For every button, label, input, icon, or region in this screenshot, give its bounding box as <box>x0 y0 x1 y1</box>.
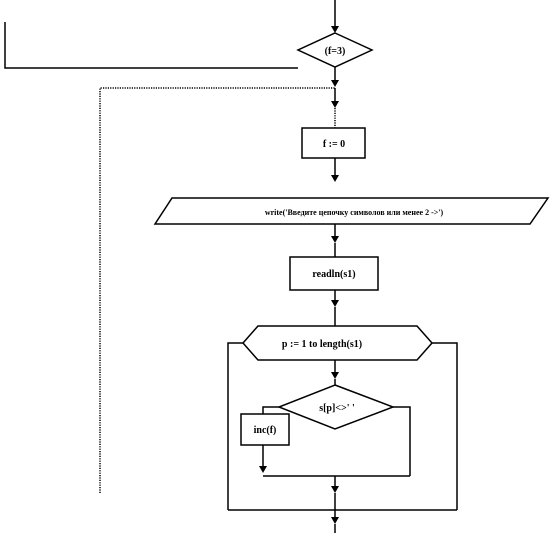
io-write-prompt-label: write('Введите цепочку символов или мене… <box>265 208 444 217</box>
arrowhead-icon <box>331 372 339 379</box>
loop-frame-right <box>432 342 458 510</box>
arrowhead-icon <box>331 80 339 87</box>
process-assign-f0 <box>301 127 366 159</box>
decision-not-space-label: s[p]<>' ' <box>319 403 355 414</box>
arrowhead-icon <box>331 236 339 243</box>
arrowhead-icon <box>331 300 339 307</box>
flow-line-f3-exit <box>4 22 298 69</box>
flow-line-yes-branch <box>262 406 279 414</box>
flow-line-no-branch <box>393 406 411 476</box>
arrowhead-icon <box>331 101 339 108</box>
io-write-prompt <box>153 197 550 225</box>
arrowhead-icon <box>331 175 339 182</box>
process-inc-f <box>240 413 290 446</box>
decision-not-space <box>276 384 396 430</box>
process-assign-f0-label: f := 0 <box>323 139 345 150</box>
io-readln-label: readln(s1) <box>312 269 355 280</box>
io-readln <box>289 256 379 291</box>
arrowhead-icon <box>259 466 267 473</box>
loop-header-label: p := 1 to length(s1) <box>282 339 362 350</box>
loop-frame-left <box>227 342 243 510</box>
arrowhead-icon <box>331 26 339 33</box>
arrowhead-icon <box>331 517 339 524</box>
flow-line-outer-loop <box>99 87 335 493</box>
arrowhead-icon <box>331 486 339 493</box>
decision-f3-label: (f=3) <box>325 46 346 57</box>
process-inc-f-label: inc(f) <box>254 425 277 436</box>
